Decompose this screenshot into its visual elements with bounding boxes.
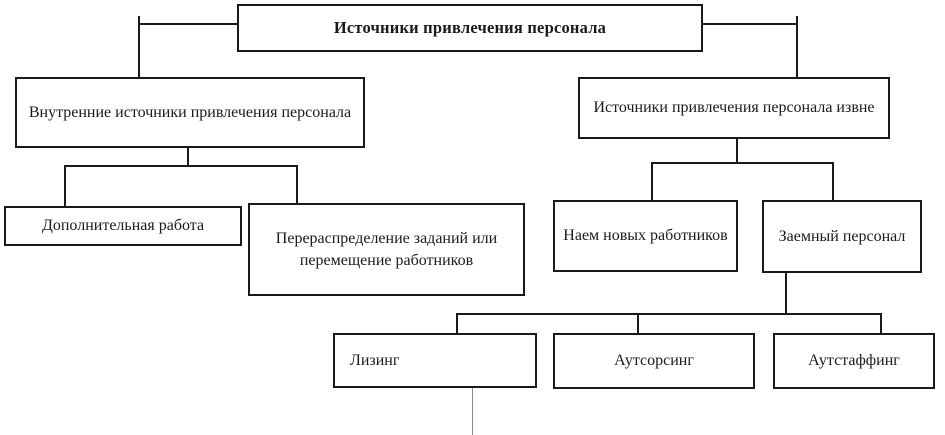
connector-root-to-external-vertical [796, 16, 798, 77]
connector-root-to-internal-horizontal [139, 23, 237, 25]
connector-drop-extra-work [64, 165, 66, 206]
node-borrowed-personnel: Заемный персонал [762, 200, 922, 273]
node-additional-work: Дополнительная работа [4, 206, 242, 246]
connector-internal-branch-bar [64, 165, 298, 167]
connector-drop-hiring [651, 162, 653, 200]
connector-drop-leasing [456, 313, 458, 333]
node-redistribution: Перераспределение заданий или перемещени… [248, 203, 525, 296]
node-external-sources: Источники привлечения персонала извне [578, 77, 890, 139]
connector-drop-redistribution [296, 165, 298, 203]
connector-external-branch-bar [651, 162, 834, 164]
connector-level3-branch-bar [456, 313, 882, 315]
connector-dangling-below-leasing [472, 387, 473, 435]
connector-root-to-external-horizontal [703, 23, 798, 25]
node-outstaffing: Аутстаффинг [773, 333, 935, 389]
node-outsourcing: Аутсорсинг [553, 333, 755, 389]
node-hiring-new-workers: Наем новых работников [553, 200, 738, 272]
connector-internal-stem [187, 147, 189, 167]
connector-borrowed-stem [785, 271, 787, 315]
node-leasing: Лизинг [333, 333, 537, 388]
node-root-sources: Источники привлечения персонала [237, 4, 703, 52]
connector-drop-borrowed [832, 162, 834, 200]
connector-drop-outstaffing [880, 313, 882, 333]
connector-external-stem [736, 137, 738, 164]
node-internal-sources: Внутренние источники привлечения персона… [15, 77, 365, 148]
connector-drop-outsourcing [637, 313, 639, 333]
connector-root-to-internal-vertical [138, 16, 140, 77]
